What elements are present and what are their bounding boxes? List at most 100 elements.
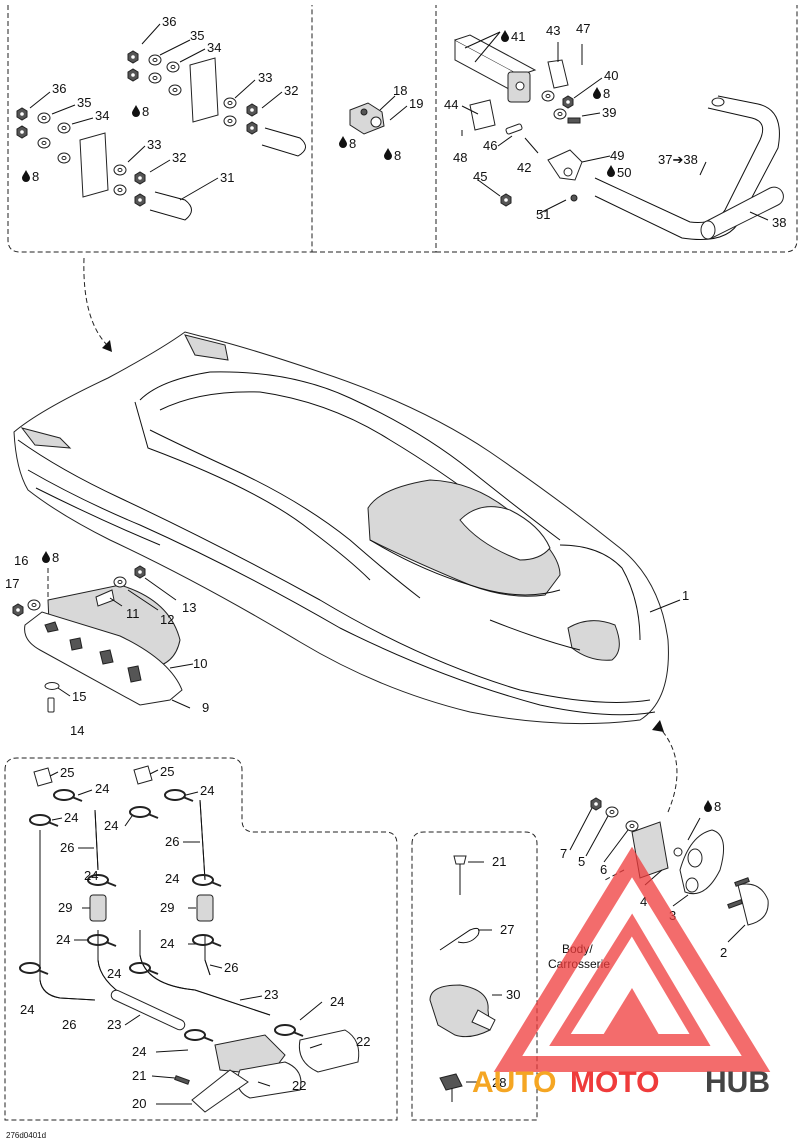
part-number-label: 41 — [511, 29, 525, 44]
part-number-label: 24 — [330, 994, 344, 1009]
part-number-label: 45 — [473, 169, 487, 184]
part-number-label: 16 — [14, 553, 28, 568]
part-number-label: 40 — [604, 68, 618, 83]
part-number-label: 22 — [292, 1078, 306, 1093]
part-number-label: 8 — [603, 86, 610, 101]
part-number-label: 6 — [600, 862, 607, 877]
part-number-label: 12 — [160, 612, 174, 627]
storage-bin-labels: 16 8 17 11 12 13 10 9 15 14 — [5, 550, 209, 738]
part-number-label: 24 — [20, 1002, 34, 1017]
drop-icon — [132, 105, 140, 117]
drop-icon — [42, 551, 50, 563]
drop-icon — [339, 136, 347, 148]
part-number-label: 24 — [84, 868, 98, 883]
part-number-label: 35 — [190, 28, 204, 43]
part-number-label: 27 — [500, 922, 514, 937]
part-number-label: 26 — [60, 840, 74, 855]
part-number-label: 24 — [165, 871, 179, 886]
part-number-label: 24 — [64, 810, 78, 825]
part-number-label: 33 — [258, 70, 272, 85]
storage-bin-assembly — [12, 565, 194, 713]
part-number-label: 48 — [453, 150, 467, 165]
part-number-label: 36 — [162, 14, 176, 29]
fastener-panel — [411, 831, 538, 1121]
part-number-label: 17 — [5, 576, 19, 591]
part-number-label: 32 — [172, 150, 186, 165]
part-number-label: 23 — [107, 1017, 121, 1032]
part-number-label: 20 — [132, 1096, 146, 1111]
watermark-auto: AUTO — [472, 1066, 556, 1099]
part-number-label: 24 — [56, 932, 70, 947]
part-number-label: 43 — [546, 23, 560, 38]
part-number-label: 24 — [107, 966, 121, 981]
part-number-label: 26 — [224, 960, 238, 975]
hull-fitting-assembly — [569, 797, 769, 943]
part-number-label: 14 — [70, 723, 84, 738]
part-number-label: 2 — [720, 945, 727, 960]
part-number-label: 33 — [147, 137, 161, 152]
hose-labels: 25 25 24 24 24 24 26 26 24 24 29 29 24 2… — [20, 764, 370, 1111]
hose-panel — [4, 757, 398, 1121]
drop-icon — [593, 87, 601, 99]
part-number-label: 36 — [52, 81, 66, 96]
watercraft-body — [13, 331, 681, 725]
part-number-label: 42 — [517, 160, 531, 175]
part-number-label: 30 — [506, 987, 520, 1002]
part-number-label: 34 — [95, 108, 109, 123]
watermark-hub: HUB — [705, 1066, 770, 1099]
fastener-labels: 21 27 30 28 — [492, 854, 520, 1090]
watermark-moto: MOTO — [570, 1066, 659, 1099]
part-number-label: 31 — [220, 170, 234, 185]
part-number-label: 18 — [393, 83, 407, 98]
part-number-label: 11 — [126, 606, 140, 621]
part-number-label: 22 — [356, 1034, 370, 1049]
drop-icon — [704, 800, 712, 812]
grab-handle-labels: 41 43 47 40 8 39 44 48 46 42 49 50 45 51… — [444, 21, 786, 230]
part-number-label: 13 — [182, 600, 196, 615]
part-number-label: 50 — [617, 165, 631, 180]
part-number-label: 8 — [349, 136, 356, 151]
drop-icon — [501, 30, 509, 42]
part-number-label: 34 — [207, 40, 221, 55]
drop-icon — [22, 170, 30, 182]
watermark-triangle-logo — [493, 846, 771, 1072]
part-number-label: 29 — [160, 900, 174, 915]
fitting-assembly: 8 8 18 19 — [339, 83, 423, 163]
u-bolt-labels: 36 35 34 33 32 8 36 35 34 33 32 31 8 — [22, 14, 298, 185]
part-number-label: 25 — [160, 764, 174, 779]
part-number-label: 47 — [576, 21, 590, 36]
part-number-label: 32 — [284, 83, 298, 98]
part-number-label: 4 — [640, 894, 647, 909]
part-number-label: 25 — [60, 765, 74, 780]
figure-code: 276d0401d — [6, 1131, 46, 1140]
part-number-label: 19 — [409, 96, 423, 111]
part-number-label: 24 — [95, 781, 109, 796]
part-number-label: 8 — [142, 104, 149, 119]
part-number-label: 7 — [560, 846, 567, 861]
drop-icon — [607, 165, 615, 177]
part-number-label: 29 — [58, 900, 72, 915]
part-number-label: 21 — [132, 1068, 146, 1083]
part-number-label: 23 — [264, 987, 278, 1002]
assembly-arrows — [83, 257, 678, 813]
part-number-label: 24 — [132, 1044, 146, 1059]
part-number-label: 38 — [772, 215, 786, 230]
part-number-label: 26 — [165, 834, 179, 849]
part-number-label: 10 — [193, 656, 207, 671]
part-number-label: 8 — [394, 148, 401, 163]
part-number-label: 8 — [32, 169, 39, 184]
part-number-label: 28 — [492, 1075, 506, 1090]
part-number-label: 24 — [200, 783, 214, 798]
part-number-label: 44 — [444, 97, 458, 112]
part-number-label: 9 — [202, 700, 209, 715]
grab-handle-assembly — [454, 31, 784, 241]
part-number-label: 24 — [160, 936, 174, 951]
part-number-label: 24 — [104, 818, 118, 833]
top-panel-frames — [7, 5, 798, 253]
part-number-label: 46 — [483, 138, 497, 153]
part-number-label: 8 — [52, 550, 59, 565]
label-1: 1 — [682, 588, 689, 603]
part-number-label: 37➔38 — [658, 152, 698, 167]
